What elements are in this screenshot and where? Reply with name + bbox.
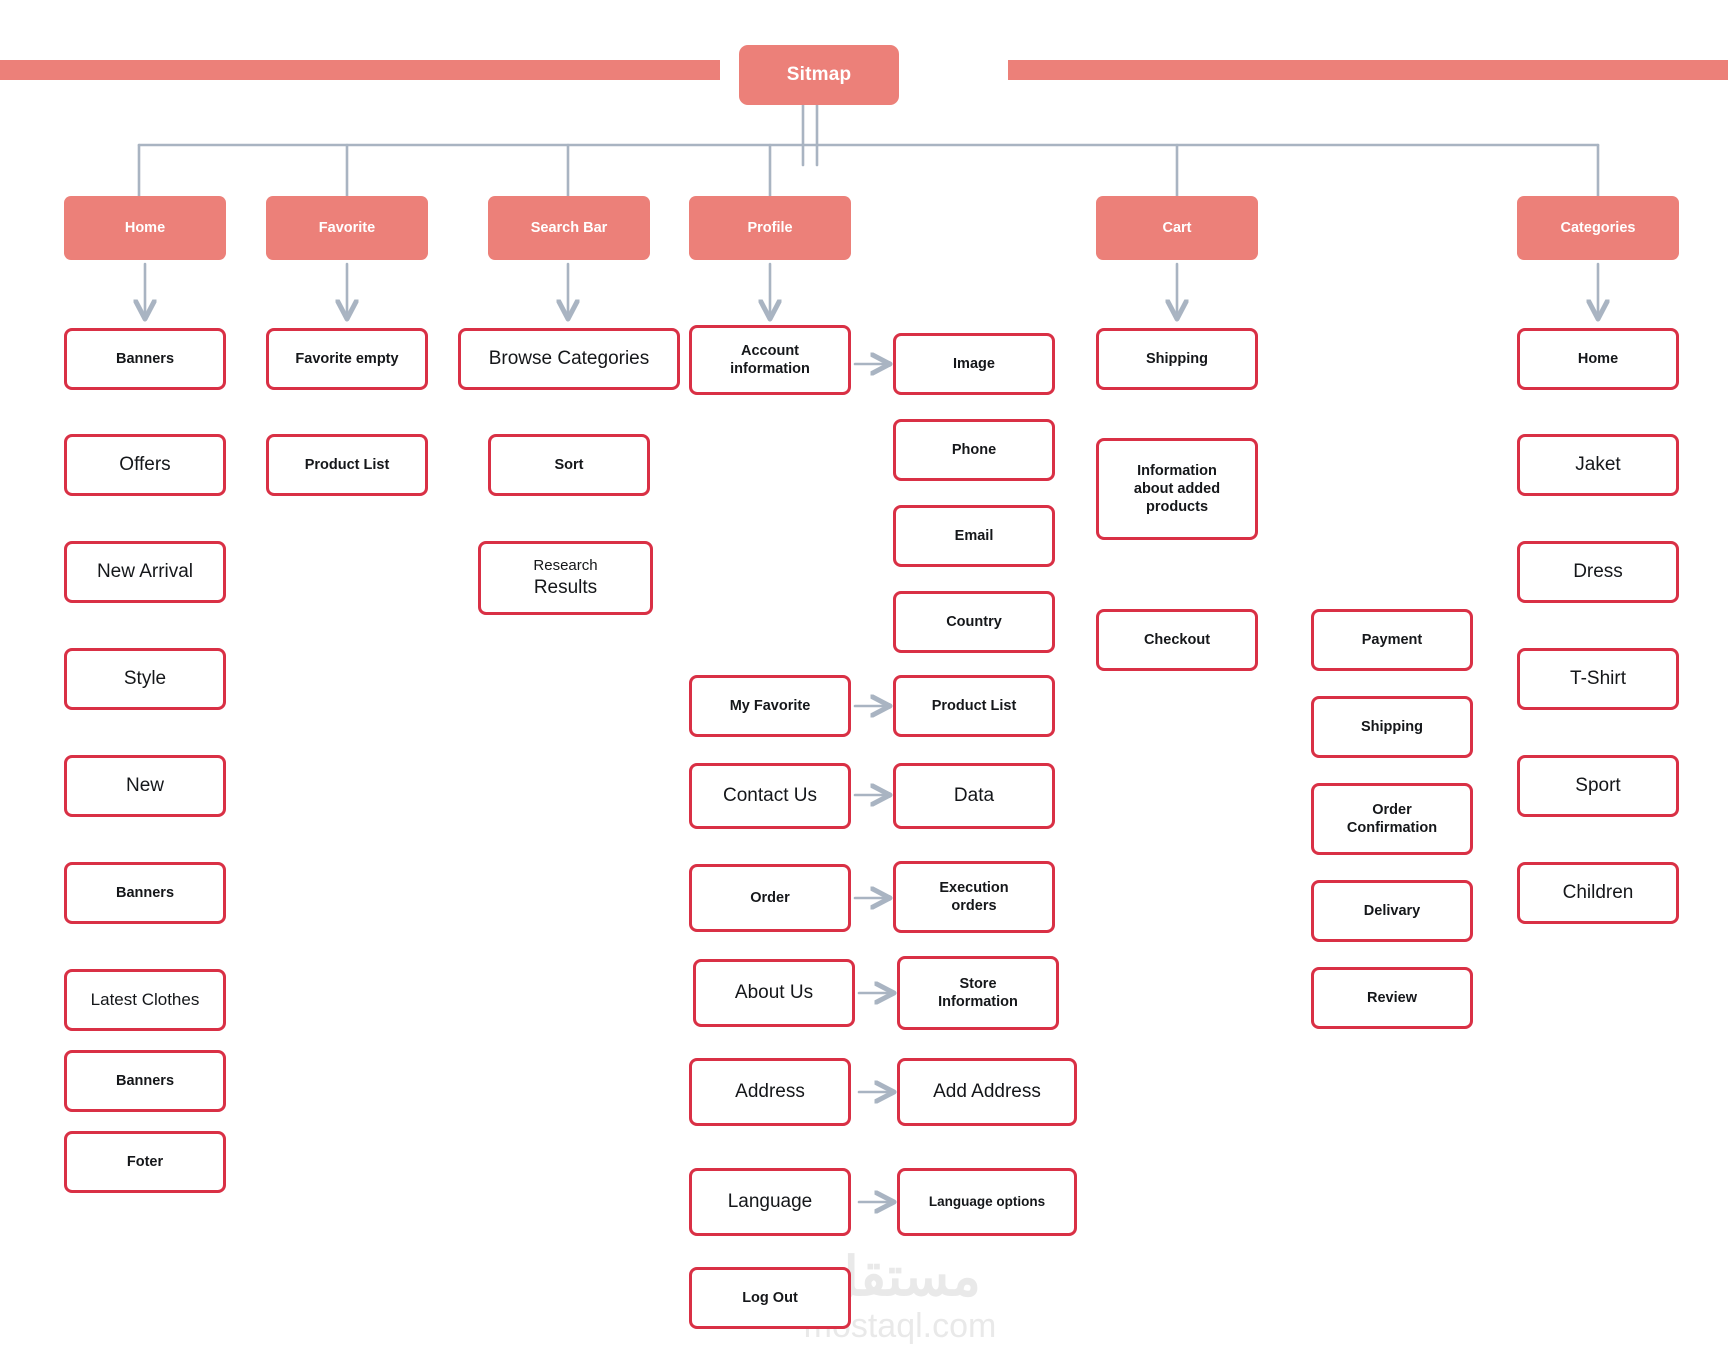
node-checkout-order-confirmation[interactable]: Order Confirmation (1311, 783, 1473, 855)
node-checkout-shipping[interactable]: Shipping (1311, 696, 1473, 758)
node-detail-country[interactable]: Country (893, 591, 1055, 653)
node-favorite[interactable]: Favorite (266, 196, 428, 260)
node-home-new[interactable]: New (64, 755, 226, 817)
research-results-line-1: Research (533, 556, 598, 574)
node-detail-store-information[interactable]: Store Information (897, 956, 1059, 1030)
node-home[interactable]: Home (64, 196, 226, 260)
execution-orders-line-1: Execution (939, 879, 1009, 896)
node-detail-image[interactable]: Image (893, 333, 1055, 395)
node-profile-log-out[interactable]: Log Out (689, 1267, 851, 1329)
node-detail-phone[interactable]: Phone (893, 419, 1055, 481)
node-cart-information-about-added-products[interactable]: Information about added products (1096, 438, 1258, 540)
node-profile-account-information[interactable]: Account information (689, 325, 851, 395)
cart-info-line-2: about added (1133, 480, 1221, 497)
node-profile-language[interactable]: Language (689, 1168, 851, 1236)
node-home-banners-3[interactable]: Banners (64, 1050, 226, 1112)
execution-orders-line-2: orders (951, 898, 997, 914)
node-category-t-shirt[interactable]: T-Shirt (1517, 648, 1679, 710)
node-category-sport[interactable]: Sport (1517, 755, 1679, 817)
node-category-dress[interactable]: Dress (1517, 541, 1679, 603)
node-search-browse-categories[interactable]: Browse Categories (458, 328, 680, 390)
cart-info-line-1: Information (1137, 462, 1217, 479)
node-profile-my-favorite[interactable]: My Favorite (689, 675, 851, 737)
node-detail-execution-orders[interactable]: Execution orders (893, 861, 1055, 933)
cart-info-line-3: products (1145, 499, 1209, 516)
node-home-style[interactable]: Style (64, 648, 226, 710)
store-information-line-1: Store (959, 975, 997, 992)
store-information-line-2: Information (938, 994, 1018, 1010)
node-checkout-delivary[interactable]: Delivary (1311, 880, 1473, 942)
node-home-foter[interactable]: Foter (64, 1131, 226, 1193)
node-profile-address[interactable]: Address (689, 1058, 851, 1126)
node-category-children[interactable]: Children (1517, 862, 1679, 924)
node-detail-email[interactable]: Email (893, 505, 1055, 567)
node-checkout-payment[interactable]: Payment (1311, 609, 1473, 671)
header-bar-left (0, 60, 720, 80)
node-cart-shipping[interactable]: Shipping (1096, 328, 1258, 390)
node-profile[interactable]: Profile (689, 196, 851, 260)
header-bar-right (1008, 60, 1728, 80)
node-profile-contact-us[interactable]: Contact Us (689, 763, 851, 829)
node-home-latest-clothes[interactable]: Latest Clothes (64, 969, 226, 1031)
node-home-banners-2[interactable]: Banners (64, 862, 226, 924)
sitemap-root-node[interactable]: Sitmap (739, 45, 899, 105)
node-detail-add-address[interactable]: Add Address (897, 1058, 1077, 1126)
research-results-line-2: Results (533, 576, 598, 598)
node-search-bar[interactable]: Search Bar (488, 196, 650, 260)
node-home-offers[interactable]: Offers (64, 434, 226, 496)
order-confirmation-line-2: Confirmation (1346, 820, 1438, 836)
order-confirmation-line-1: Order (1372, 801, 1412, 818)
node-favorite-product-list[interactable]: Product List (266, 434, 428, 496)
node-category-jaket[interactable]: Jaket (1517, 434, 1679, 496)
node-search-sort[interactable]: Sort (488, 434, 650, 496)
node-cart[interactable]: Cart (1096, 196, 1258, 260)
node-detail-language-options[interactable]: Language options (897, 1168, 1077, 1236)
node-home-new-arrival[interactable]: New Arrival (64, 541, 226, 603)
node-detail-data[interactable]: Data (893, 763, 1055, 829)
node-favorite-empty[interactable]: Favorite empty (266, 328, 428, 390)
node-cart-checkout[interactable]: Checkout (1096, 609, 1258, 671)
node-categories[interactable]: Categories (1517, 196, 1679, 260)
node-checkout-review[interactable]: Review (1311, 967, 1473, 1029)
node-category-home[interactable]: Home (1517, 328, 1679, 390)
node-profile-order[interactable]: Order (689, 864, 851, 932)
account-information-line-1: Account (741, 342, 799, 359)
node-home-banners-1[interactable]: Banners (64, 328, 226, 390)
account-information-line-2: information (730, 361, 810, 377)
node-profile-about-us[interactable]: About Us (693, 959, 855, 1027)
node-detail-product-list[interactable]: Product List (893, 675, 1055, 737)
node-search-research-results[interactable]: Research Results (478, 541, 653, 615)
